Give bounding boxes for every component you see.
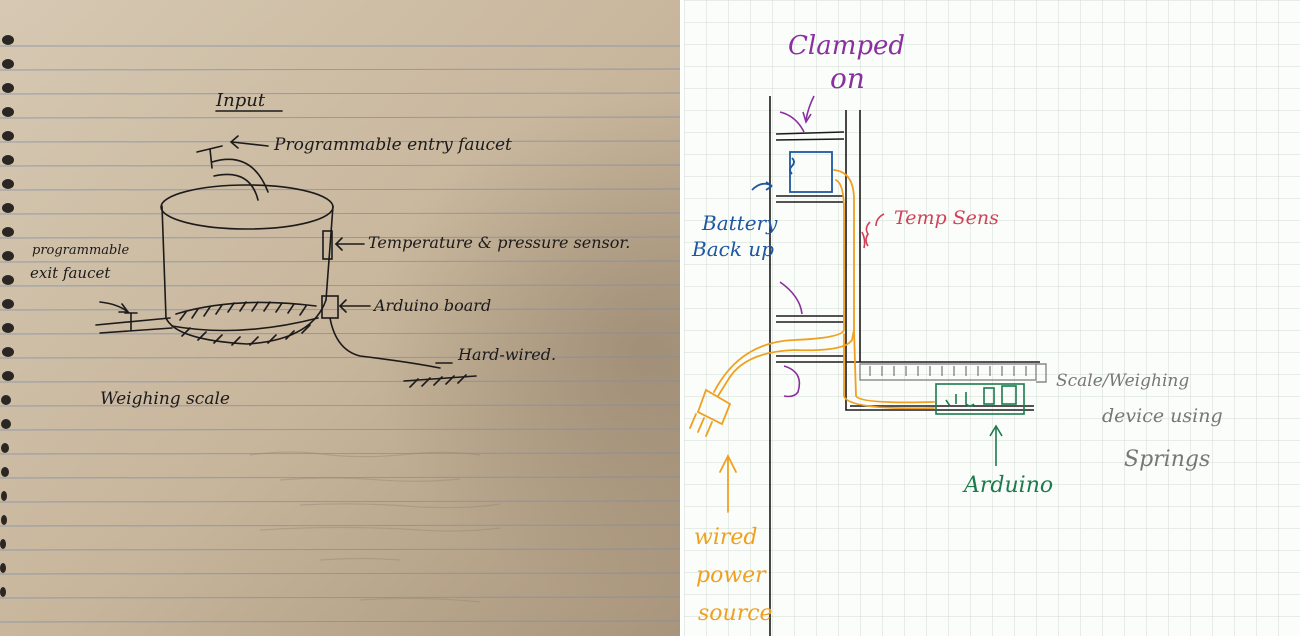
label-springs: Springs (1124, 447, 1210, 472)
label-battery: Battery (701, 211, 778, 235)
label-device: device using (1102, 405, 1223, 427)
label-power: power (696, 563, 767, 588)
label-arduino-board: Arduino board (372, 296, 491, 315)
label-exit-faucet-2: exit faucet (30, 264, 111, 282)
label-clamped: Clamped (788, 31, 905, 61)
label-arduino: Arduino (962, 473, 1053, 498)
grid-lines (684, 0, 1300, 636)
label-temp-sens: Temp Sens (894, 207, 999, 229)
label-hard-wired: Hard-wired. (457, 345, 556, 364)
apparatus-sketch: Clamped on Battery Back up Temp Sens Sca… (684, 0, 1300, 636)
label-exit-faucet-1: programmable (32, 243, 130, 258)
paper-shadow (0, 0, 680, 636)
notebook-photo: Input Programmable entry faucet Temperat… (0, 0, 680, 636)
label-scale: Scale/Weighing (1056, 371, 1189, 391)
label-back-up: Back up (691, 237, 774, 261)
label-clamped-on: on (830, 62, 865, 95)
digital-sketch: Clamped on Battery Back up Temp Sens Sca… (684, 0, 1300, 636)
label-source: source (698, 601, 773, 626)
label-wired: wired (694, 525, 758, 550)
label-entry-faucet: Programmable entry faucet (273, 135, 512, 155)
label-sensor: Temperature & pressure sensor. (368, 233, 630, 252)
notebook-sketch: Input Programmable entry faucet Temperat… (0, 0, 680, 636)
label-weighing-scale: Weighing scale (100, 389, 230, 409)
notebook-heading: Input (215, 90, 266, 111)
